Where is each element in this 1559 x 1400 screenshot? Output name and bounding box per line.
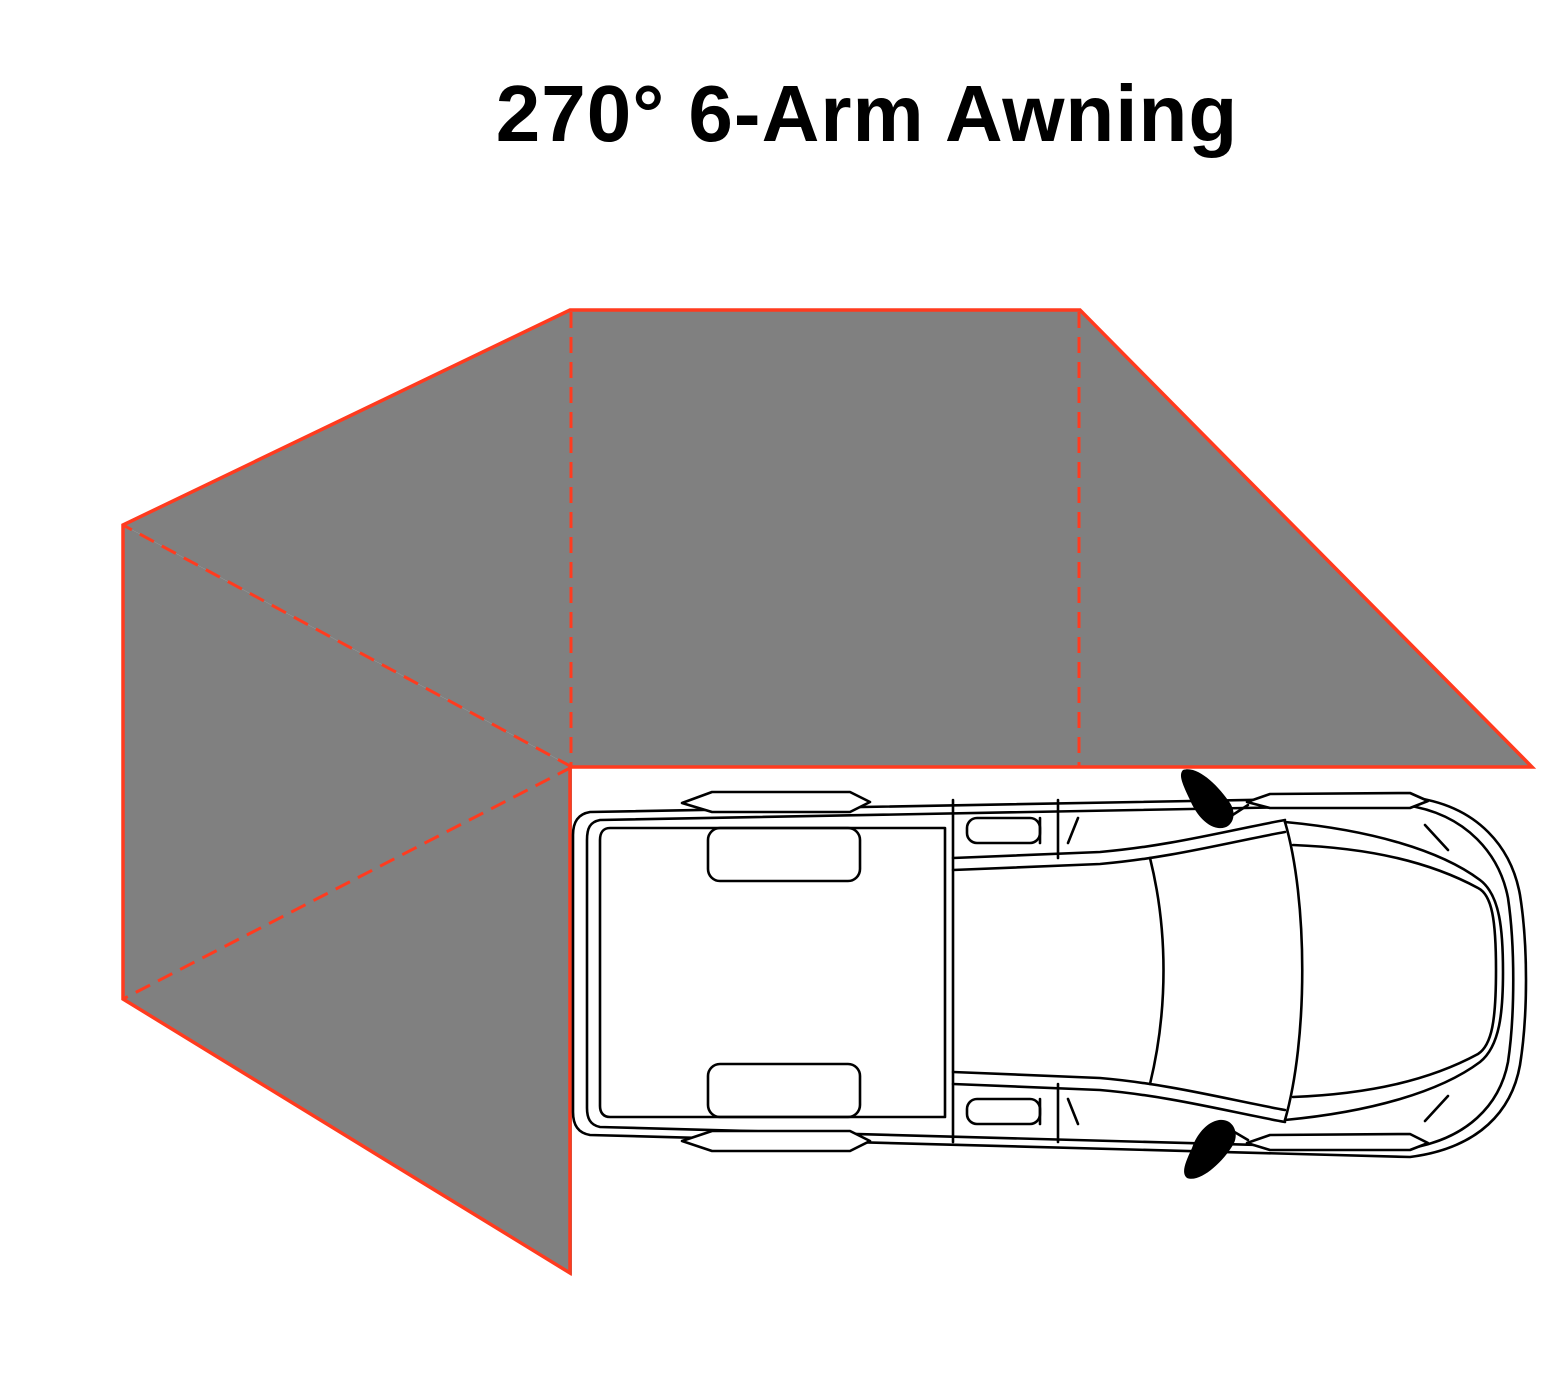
tire-front-bottom <box>1245 1132 1430 1152</box>
windshield-front <box>1291 843 1498 1099</box>
truck-bed <box>598 826 947 1119</box>
tire-front-top <box>1245 791 1430 810</box>
tire-rear-bottom <box>680 1129 872 1153</box>
cab-side-bottom-inner <box>951 1070 1287 1112</box>
diagram-title: 270° 6-Arm Awning <box>495 69 1239 158</box>
mirror-stem-top <box>1226 803 1250 820</box>
awning-panel-left <box>123 525 572 1275</box>
b-pillar-bottom <box>1066 1097 1080 1126</box>
awning-arm-2 <box>122 523 573 769</box>
awning-canopy <box>121 308 1537 1277</box>
cab-side-bottom <box>951 1082 1287 1124</box>
wheel-well-bottom <box>706 1062 862 1119</box>
roof-rear-edge <box>1148 856 1165 1086</box>
awning-outline <box>121 308 1537 1277</box>
b-pillar-top <box>1066 816 1080 845</box>
hood <box>1283 820 1505 1122</box>
pickup-truck-top-view-icon <box>571 769 1528 1179</box>
wheel-well-top <box>706 826 862 883</box>
cab-side-top <box>951 818 1287 860</box>
mirror-bottom <box>1184 1119 1236 1179</box>
mirror-top <box>1180 769 1234 829</box>
awning-panel-top <box>123 310 1532 767</box>
tire-rear-top <box>680 790 872 814</box>
mirror-stem-bottom <box>1229 1128 1250 1142</box>
hood-corner-top <box>1423 823 1450 852</box>
truck-body <box>571 795 1528 1159</box>
cab-side-top-inner <box>951 830 1287 872</box>
hood-corner-bottom <box>1423 1094 1450 1123</box>
awning-arm-1 <box>122 765 573 1001</box>
truck-body-inner <box>585 803 1515 1151</box>
windshield-rear-edge <box>1283 820 1304 1122</box>
